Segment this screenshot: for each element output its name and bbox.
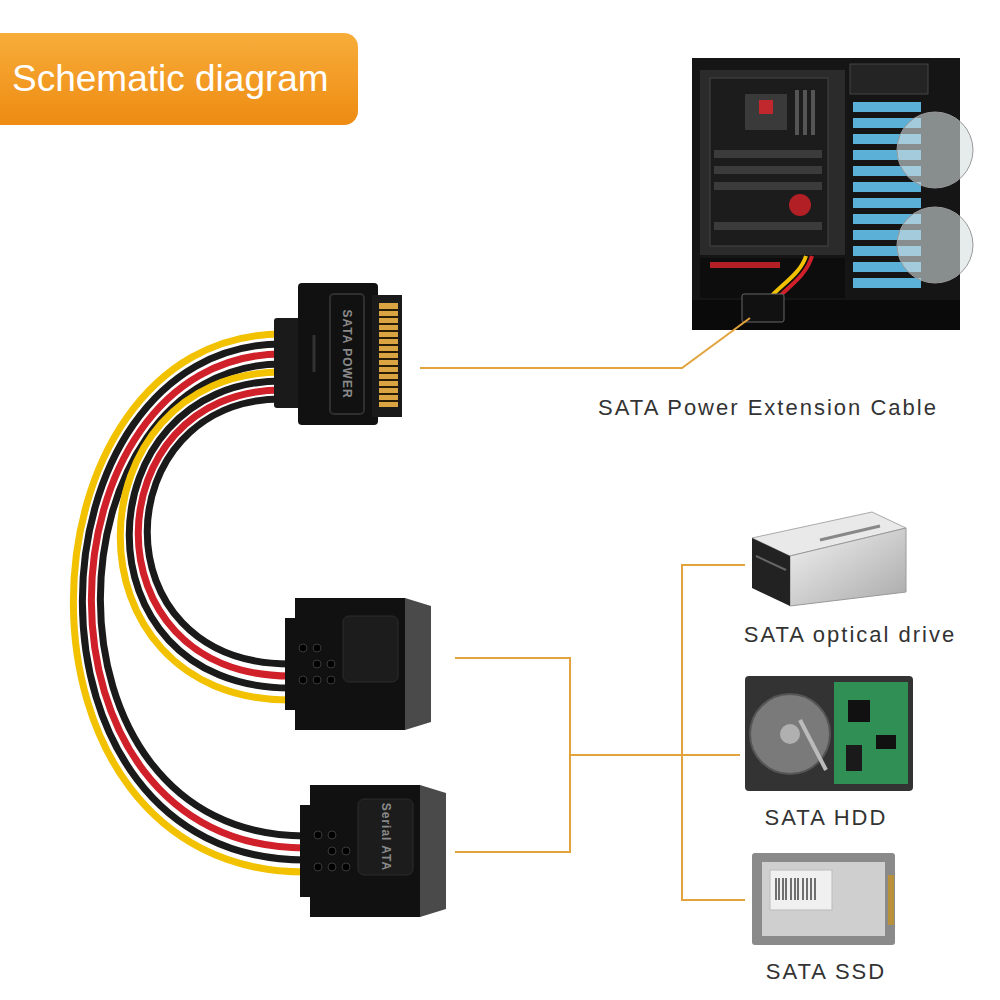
connector-tip — [372, 295, 402, 417]
hdd-spindle — [780, 724, 800, 744]
drive-tray — [756, 556, 786, 570]
expansion-card — [714, 182, 822, 190]
diagram-title: Schematic diagram — [12, 59, 329, 100]
female-connector — [285, 598, 431, 730]
drive-front — [752, 538, 790, 606]
ram-slot — [795, 90, 799, 135]
connector-panel — [330, 294, 364, 414]
contact-hole — [327, 676, 335, 684]
hdd-case — [745, 676, 913, 791]
connector-body — [298, 283, 378, 425]
ram-slot — [811, 90, 815, 135]
drive-side — [790, 528, 906, 606]
drive-text-strip — [820, 526, 880, 540]
wire-bundle — [73, 334, 305, 872]
contact-hole — [327, 660, 335, 668]
case-fan — [897, 112, 973, 188]
optical-drive — [752, 512, 906, 606]
leader-line — [682, 565, 745, 900]
title-badge — [0, 33, 358, 125]
contact-hole — [299, 676, 307, 684]
wire — [82, 344, 305, 860]
ram-slot — [803, 90, 807, 135]
ssd-case — [752, 853, 895, 945]
hdd-chip — [848, 700, 870, 722]
connector-marking: SATA POWER — [339, 309, 352, 398]
wire — [91, 354, 305, 848]
contact-hole — [328, 863, 336, 871]
psu-sata-plug — [742, 294, 784, 322]
connector-panel — [343, 616, 398, 682]
male-connector — [274, 283, 402, 425]
solid-state-drive — [752, 853, 895, 945]
leader-line — [455, 658, 570, 852]
contact-hole — [313, 644, 321, 652]
contact-hole — [342, 863, 350, 871]
contact-hole — [328, 847, 336, 855]
case-cavity — [700, 70, 845, 255]
connector-body — [285, 598, 405, 730]
drive-bay — [853, 102, 921, 112]
drive-bay — [853, 278, 921, 288]
wire — [120, 372, 290, 700]
wire — [73, 334, 305, 872]
cpu-accent — [759, 100, 773, 114]
connector-face — [405, 598, 431, 730]
psu-bay — [700, 258, 845, 298]
case-base — [692, 300, 960, 330]
hdd-chip — [876, 735, 896, 749]
hdd-chip — [846, 745, 862, 771]
wire — [129, 381, 290, 688]
leader-line — [420, 318, 750, 368]
motherboard — [710, 78, 828, 246]
connector-face — [420, 785, 446, 917]
hdd-pcb — [834, 682, 908, 784]
cpu-cooler — [745, 94, 787, 130]
ssd-port — [888, 875, 894, 925]
wire — [147, 399, 290, 664]
wire — [100, 364, 305, 836]
female-connector — [300, 785, 446, 917]
connector-ridge — [313, 335, 316, 372]
device-label: SATA SSD — [766, 960, 886, 984]
leader-line — [682, 754, 740, 756]
connector-pins — [379, 303, 398, 407]
hdd-platter — [750, 694, 830, 774]
contact-hole — [313, 660, 321, 668]
case-frame — [692, 58, 960, 330]
psu-stripe — [710, 262, 780, 268]
device-label: SATA optical drive — [744, 623, 956, 647]
contact-hole — [328, 831, 336, 839]
pin-gaps — [379, 310, 398, 401]
hdd-arm — [800, 720, 826, 770]
contact-hole — [299, 644, 307, 652]
contact-hole — [313, 676, 321, 684]
hard-disk — [745, 676, 913, 791]
expansion-card — [714, 222, 822, 230]
drive-bay — [853, 198, 921, 208]
connector-marking: Serial ATA — [378, 803, 391, 871]
computer-case — [692, 58, 973, 330]
connector-panel — [358, 799, 413, 875]
expansion-card — [714, 150, 822, 158]
contact-hole — [342, 847, 350, 855]
drive-bay — [853, 182, 921, 192]
board-logo — [789, 194, 811, 216]
wire — [138, 390, 290, 676]
case-fan — [897, 207, 973, 283]
contact-hole — [314, 863, 322, 871]
device-label: SATA HDD — [765, 806, 888, 830]
leader-line — [570, 754, 682, 756]
expansion-card — [714, 166, 822, 174]
contact-hole — [314, 831, 322, 839]
ssd-barcode — [776, 878, 815, 900]
connector-body — [300, 785, 420, 917]
ssd-sticker — [770, 870, 832, 910]
part-label: SATA Power Extension Cable — [598, 396, 938, 420]
top-bay — [850, 64, 928, 94]
ssd-cover — [762, 862, 885, 936]
